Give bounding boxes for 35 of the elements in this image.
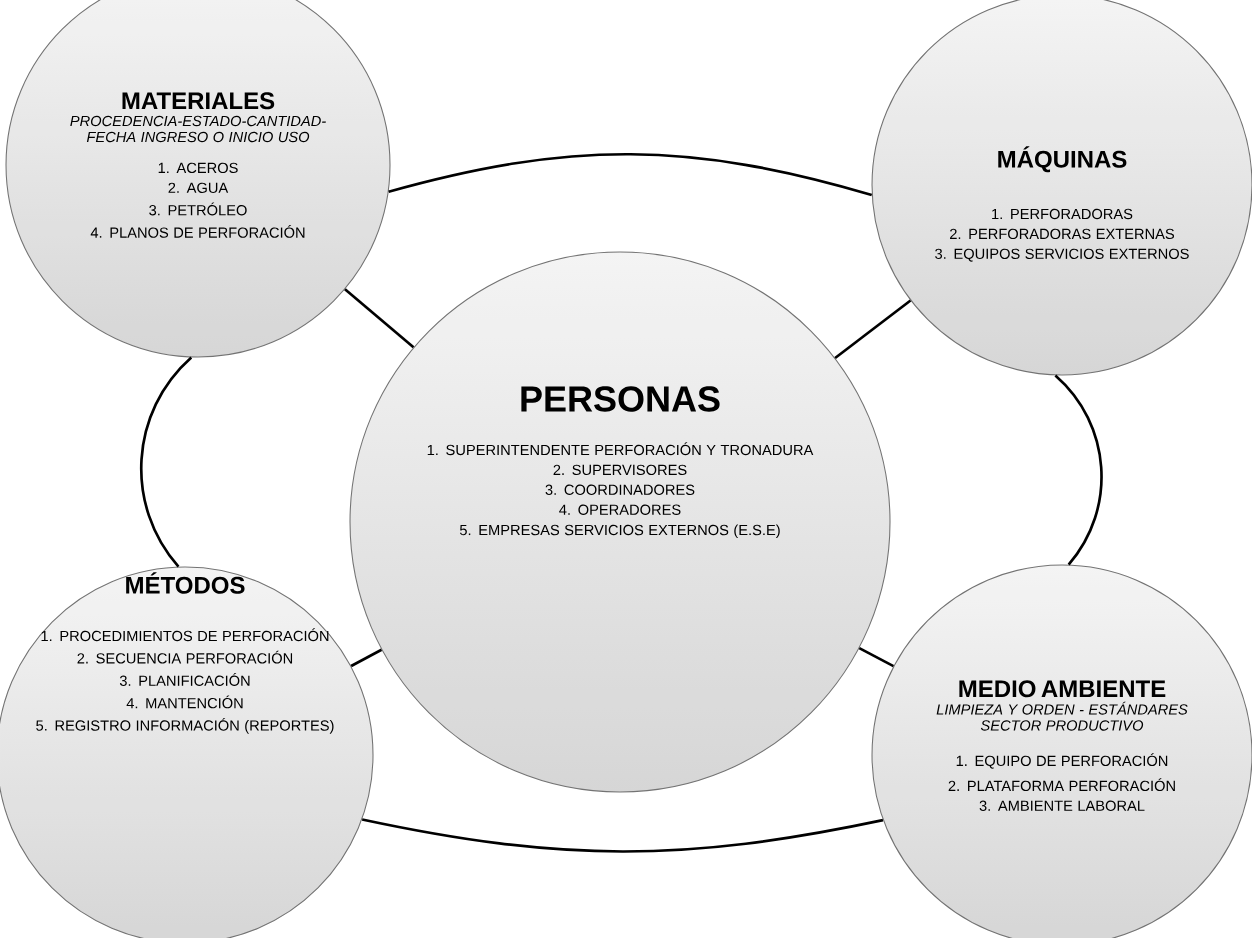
list-item: 4. MANTENCIÓN: [126, 695, 243, 709]
list-item: 3. EQUIPOS SERVICIOS EXTERNOS: [935, 248, 1189, 262]
connector-line: [858, 646, 895, 668]
list-item: 3. AMBIENTE LABORAL: [979, 800, 1145, 811]
list-item: 4. PLANOS DE PERFORACIÓN: [90, 224, 305, 238]
subtitle: PROCEDENCIA-ESTADO-CANTIDAD-FECHA INGRESO O INICIO USO: [70, 115, 326, 143]
connector-line: [361, 818, 884, 853]
heading: PERSONAS: [521, 386, 720, 412]
list-item: 2. SUPERVISORES: [553, 464, 687, 476]
list-item: 1. SUPERINTENDENTE PERFORACIÓN Y TRONADURA: [427, 442, 814, 456]
heading: MÉTODOS: [126, 572, 245, 594]
connector-line: [350, 648, 383, 668]
list-item: 2. PLATAFORMA PERFORACIÓN: [948, 778, 1175, 792]
list-item: 5. REGISTRO INFORMACIÓN (REPORTES): [36, 717, 334, 734]
subtitle: LIMPIEZA Y ORDEN - ESTÁNDARES SECTOR PRODUCTIVO: [936, 701, 1188, 731]
connector-line: [140, 356, 193, 568]
connector-line: [388, 153, 873, 197]
heading: MÁQUINAS: [998, 146, 1127, 173]
list-item: 2. PERFORADORAS EXTERNAS: [950, 228, 1175, 240]
connector-line: [1054, 374, 1103, 566]
list-item: 3. PETRÓLEO: [149, 202, 247, 216]
list-item: 4. OPERADORES: [559, 504, 681, 515]
list-item: 1. ACEROS: [158, 162, 238, 174]
list-item: 5. EMPRESAS SERVICIOS EXTERNOS (E.S.E): [459, 524, 780, 539]
list-item: 3. COORDINADORES: [545, 484, 695, 495]
list-item: 1. EQUIPO DE PERFORACIÓN: [956, 753, 1168, 769]
list-item: 1. PERFORADORAS: [992, 208, 1133, 220]
list-item: 1. PROCEDIMIENTOS DE PERFORACIÓN: [41, 628, 329, 642]
list-item: 2. AGUA: [168, 182, 229, 193]
heading: MATERIALES: [122, 92, 275, 110]
list-item: 2. SECUENCIA PERFORACIÓN: [77, 650, 293, 664]
heading: MEDIO AMBIENTE: [959, 680, 1166, 698]
list-item: 3. PLANIFICACIÓN: [119, 673, 250, 686]
connector-line: [834, 299, 912, 360]
connector-line: [344, 288, 415, 349]
